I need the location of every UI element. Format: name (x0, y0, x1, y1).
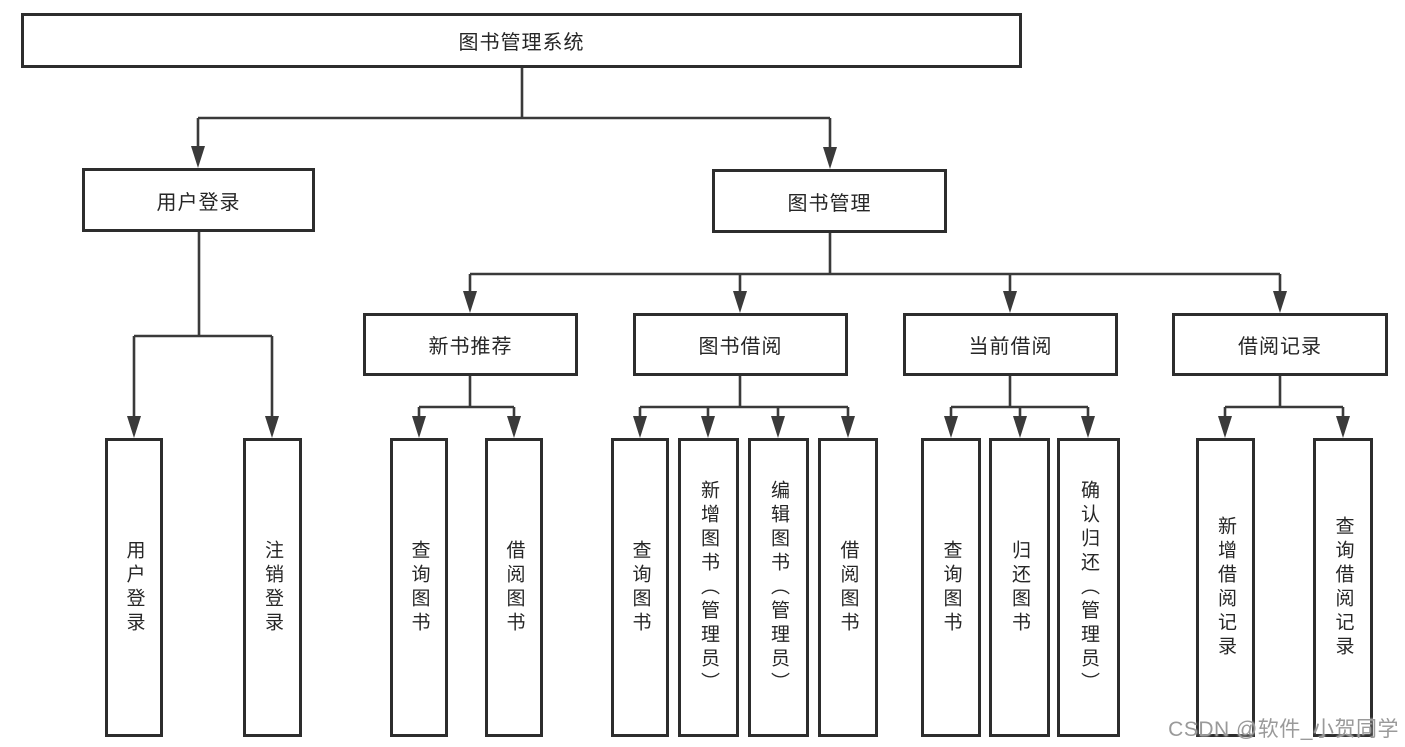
arrowhead (507, 416, 521, 438)
arrowhead (412, 416, 426, 438)
arrowhead (944, 416, 958, 438)
node-user-login: 用户登录 (82, 168, 315, 232)
arrowhead (265, 416, 279, 438)
connector-book-borrow-branch (638, 376, 850, 420)
arrowhead (823, 147, 837, 169)
leaf-logout: 注销登录 (243, 438, 302, 737)
leaf-borrow-borrow-book: 借阅图书 (818, 438, 878, 737)
arrowhead (771, 416, 785, 438)
arrowhead (1081, 416, 1095, 438)
leaf-user-login: 用户登录 (105, 438, 163, 737)
node-new-book-recommend: 新书推荐 (363, 313, 578, 376)
leaf-borrow-query-book: 查询图书 (611, 438, 669, 737)
arrowhead (1336, 416, 1350, 438)
leaf-newbook-borrow-book: 借阅图书 (485, 438, 543, 737)
leaf-current-query-book: 查询图书 (921, 438, 981, 737)
arrowhead (127, 416, 141, 438)
leaf-record-query-record: 查询借阅记录 (1313, 438, 1373, 737)
node-borrow-record: 借阅记录 (1172, 313, 1388, 376)
connector-borrow-record-branch (1223, 376, 1345, 420)
arrowhead (463, 291, 477, 313)
arrowhead (191, 146, 205, 168)
connector-root-to-level2 (196, 68, 832, 151)
arrowhead (841, 416, 855, 438)
leaf-current-confirm-return-admin: 确认归还（管理员） (1057, 438, 1120, 737)
node-book-management: 图书管理 (712, 169, 947, 233)
node-current-borrow: 当前借阅 (903, 313, 1118, 376)
leaf-newbook-query-book: 查询图书 (390, 438, 448, 737)
connector-user-login-branch (132, 232, 274, 420)
arrowhead (733, 291, 747, 313)
arrowhead (1218, 416, 1232, 438)
connector-book-management-branch (468, 233, 1282, 295)
leaf-borrow-edit-book-admin: 编辑图书（管理员） (748, 438, 809, 737)
node-book-borrow: 图书借阅 (633, 313, 848, 376)
arrowhead (701, 416, 715, 438)
arrowhead (1013, 416, 1027, 438)
node-root-system: 图书管理系统 (21, 13, 1022, 68)
leaf-current-return-book: 归还图书 (989, 438, 1050, 737)
connector-new-book-branch (417, 376, 516, 420)
connector-current-borrow-branch (949, 376, 1090, 420)
arrowhead (633, 416, 647, 438)
leaf-borrow-add-book-admin: 新增图书（管理员） (678, 438, 739, 737)
leaf-record-add-record: 新增借阅记录 (1196, 438, 1255, 737)
arrowhead (1273, 291, 1287, 313)
csdn-watermark: CSDN @软件_小贺同学 (1168, 718, 1399, 741)
arrowhead (1003, 291, 1017, 313)
